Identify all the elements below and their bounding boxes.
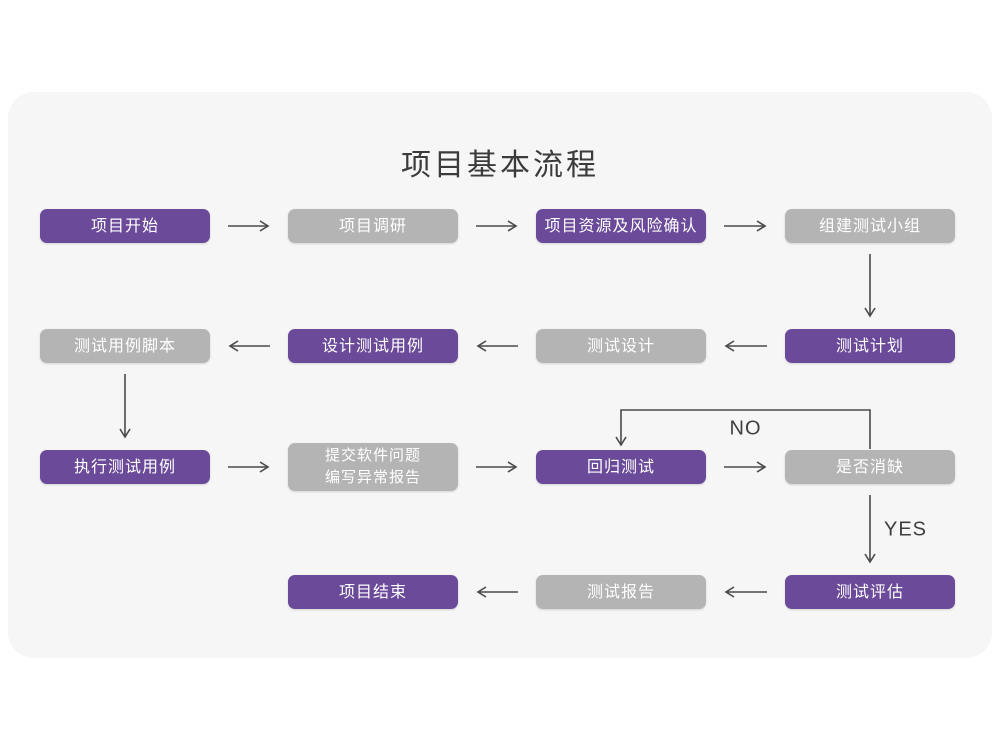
- node-label: 提交软件问题 编写异常报告: [324, 447, 421, 486]
- node-research: 项目调研: [288, 209, 458, 243]
- flowchart-card: [8, 92, 992, 658]
- node-label: 是否消缺: [835, 458, 904, 476]
- node-end: 项目结束: [288, 575, 458, 609]
- node-case-design: 设计测试用例: [288, 329, 458, 363]
- node-label: 设计测试用例: [321, 337, 424, 355]
- node-label: 测试设计: [586, 337, 655, 355]
- node-test-plan: 测试计划: [785, 329, 955, 363]
- node-label: 组建测试小组: [818, 217, 921, 235]
- node-label: 执行测试用例: [73, 458, 176, 476]
- node-label: 测试评估: [835, 583, 904, 601]
- page-title: 项目基本流程: [401, 149, 599, 182]
- node-execute-case: 执行测试用例: [40, 450, 210, 484]
- node-defect-cleared: 是否消缺: [785, 450, 955, 484]
- node-label: 项目调研: [338, 217, 407, 235]
- node-label: 回归测试: [586, 458, 655, 476]
- node-risk-confirm: 项目资源及风险确认: [536, 209, 706, 243]
- node-test-design: 测试设计: [536, 329, 706, 363]
- node-label: 测试用例脚本: [73, 337, 176, 355]
- node-evaluate: 测试评估: [785, 575, 955, 609]
- node-build-team: 组建测试小组: [785, 209, 955, 243]
- node-regression: 回归测试: [536, 450, 706, 484]
- node-label: 测试计划: [835, 337, 904, 355]
- node-label: 项目开始: [90, 217, 159, 235]
- node-issue-report: 提交软件问题 编写异常报告: [288, 443, 458, 491]
- node-start: 项目开始: [40, 209, 210, 243]
- node-label: 测试报告: [586, 583, 655, 601]
- node-test-report: 测试报告: [536, 575, 706, 609]
- node-label: 项目资源及风险确认: [544, 217, 698, 235]
- edge-label-yes: YES: [884, 518, 928, 540]
- node-label: 项目结束: [338, 583, 407, 601]
- edge-label-no: NO: [729, 417, 762, 440]
- node-case-script: 测试用例脚本: [40, 329, 210, 363]
